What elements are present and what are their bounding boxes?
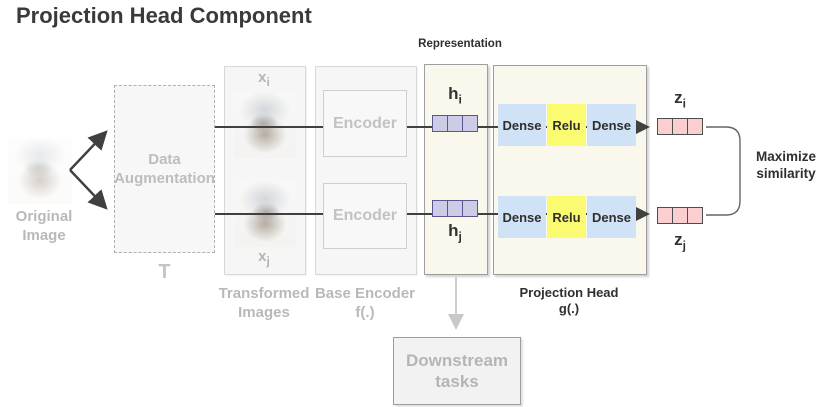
h-j-label: hj [424, 221, 486, 243]
representation-header: Representation [418, 38, 502, 50]
projection-head-label: Projection Head g(.) [519, 285, 619, 317]
dense-layer: Dense [498, 196, 546, 238]
vector-cell [658, 208, 672, 223]
vector-cell [462, 201, 477, 216]
dense-layer: Dense [498, 104, 546, 146]
representation-panel [424, 64, 488, 275]
vector-cell [447, 116, 462, 131]
projection-row-top: Dense Relu Dense [498, 104, 636, 146]
augmentation-symbol-label: T [158, 261, 171, 283]
x-i-label: xi [224, 69, 304, 89]
downstream-tasks-box: Downstream tasks [393, 337, 521, 405]
transformed-cat-image-top [234, 93, 296, 158]
maximize-similarity-label: Maximize similarity [755, 149, 817, 181]
dense-layer: Dense [587, 104, 636, 146]
z-i-vector [657, 118, 703, 135]
z-j-label: zj [657, 230, 703, 252]
vector-cell [433, 201, 447, 216]
projection-row-bottom: Dense Relu Dense [498, 196, 636, 238]
dense-layer: Dense [587, 196, 636, 238]
vector-cell [687, 119, 702, 134]
x-j-sub: j [266, 254, 270, 268]
encoder-box-top: Encoder [323, 90, 407, 157]
data-augmentation-box: Data Augmentation [114, 85, 215, 253]
base-encoder-label: Base Encoder f(.) [314, 285, 416, 322]
h-i-label: hi [424, 84, 486, 106]
vector-cell [672, 208, 687, 223]
original-image-label: Original Image [15, 208, 73, 245]
x-j-label: xj [224, 248, 304, 268]
vector-cell [658, 119, 672, 134]
z-i-var: z [674, 88, 683, 107]
h-j-sub: j [458, 229, 462, 244]
x-j-var: x [258, 248, 267, 265]
vector-cell [433, 116, 447, 131]
x-i-var: x [258, 69, 267, 86]
relu-layer: Relu [547, 196, 586, 238]
encoder-box-bottom: Encoder [323, 183, 407, 249]
z-j-var: z [674, 230, 683, 249]
h-j-vector [432, 200, 478, 217]
augment-arrow-bottom [69, 169, 108, 210]
vector-cell [447, 201, 462, 216]
h-j-var: h [448, 221, 459, 240]
z-j-sub: j [682, 238, 686, 253]
augment-arrow-top [69, 130, 108, 171]
vector-cell [462, 116, 477, 131]
projection-head-panel [493, 65, 647, 275]
transformed-images-label: Transformed Images [218, 285, 310, 322]
z-i-label: zi [657, 88, 703, 110]
x-i-sub: i [266, 75, 270, 89]
vector-cell [687, 208, 702, 223]
h-i-vector [432, 115, 478, 132]
data-augmentation-label: Data Augmentation [114, 150, 215, 187]
z-j-vector [657, 207, 703, 224]
h-i-var: h [448, 84, 459, 103]
relu-layer: Relu [547, 104, 586, 146]
page-title: Projection Head Component [16, 3, 312, 28]
vector-cell [672, 119, 687, 134]
h-i-sub: i [458, 92, 462, 107]
original-cat-image [8, 138, 72, 204]
similarity-bracket [706, 126, 741, 216]
z-i-sub: i [682, 96, 686, 111]
